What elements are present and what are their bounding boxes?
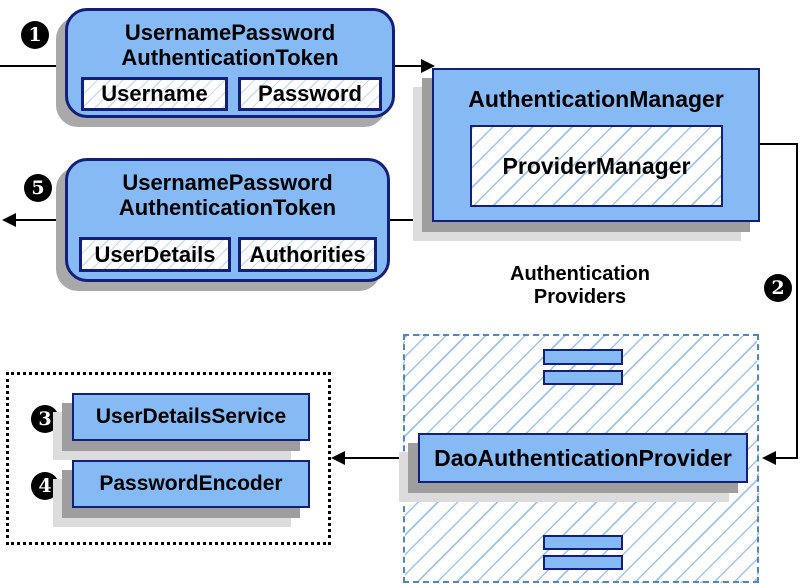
step-4-badge: 4 xyxy=(31,472,59,500)
user-details-service-node: UserDetailsService xyxy=(72,393,310,441)
authentication-providers-label: Authentication Providers xyxy=(455,263,705,309)
userdetails-field-box: UserDetails xyxy=(79,237,231,272)
result-token-title-line1: UsernamePassword xyxy=(122,170,333,195)
provider-placeholder-bar xyxy=(543,555,623,570)
provider-to-collaborators-line xyxy=(345,457,418,459)
provider-placeholder-bar xyxy=(543,370,623,385)
result-token-title-line2: AuthenticationToken xyxy=(118,195,337,220)
request-token-title: UsernamePassword AuthenticationToken xyxy=(68,20,392,70)
provider-placeholder-bar xyxy=(543,349,623,365)
arrowhead-right-icon xyxy=(421,59,435,73)
arrowhead-left-icon xyxy=(331,451,345,465)
authentication-providers-label-line2: Providers xyxy=(533,286,627,308)
step-5-badge: 5 xyxy=(24,174,52,202)
authorities-field-box: Authorities xyxy=(238,237,377,272)
username-field-box: Username xyxy=(81,77,228,111)
manager-to-provider-line-vertical xyxy=(796,143,798,459)
arrowhead-left-icon xyxy=(2,213,16,227)
provider-manager-node: ProviderManager xyxy=(470,125,723,207)
authentication-manager-title: AuthenticationManager xyxy=(468,86,724,112)
manager-to-result-line xyxy=(390,219,432,221)
outgoing-result-line xyxy=(16,219,65,221)
authentication-manager-node: AuthenticationManager ProviderManager xyxy=(432,68,760,222)
manager-to-provider-line-top xyxy=(760,143,798,145)
request-token-title-line1: UsernamePassword xyxy=(124,20,336,45)
step-1-badge: 1 xyxy=(21,21,49,49)
collaborators-zone xyxy=(6,372,331,545)
request-token-node: UsernamePassword AuthenticationToken Use… xyxy=(65,8,395,118)
provider-placeholder-bar xyxy=(543,535,623,550)
token-to-manager-line xyxy=(395,65,423,67)
request-token-title-line2: AuthenticationToken xyxy=(121,45,339,70)
step-2-badge: 2 xyxy=(764,274,792,302)
result-token-title: UsernamePassword AuthenticationToken xyxy=(68,170,387,220)
manager-to-provider-line-bottom xyxy=(776,457,798,459)
authentication-providers-label-line1: Authentication xyxy=(510,263,650,285)
dao-authentication-provider-node: DaoAuthenticationProvider xyxy=(418,433,748,483)
arrowhead-left-icon xyxy=(762,451,776,465)
incoming-request-line xyxy=(0,65,65,67)
result-token-node: UsernamePassword AuthenticationToken Use… xyxy=(65,158,390,282)
step-3-badge: 3 xyxy=(31,405,59,433)
password-encoder-node: PasswordEncoder xyxy=(72,460,310,508)
password-field-box: Password xyxy=(238,77,382,111)
